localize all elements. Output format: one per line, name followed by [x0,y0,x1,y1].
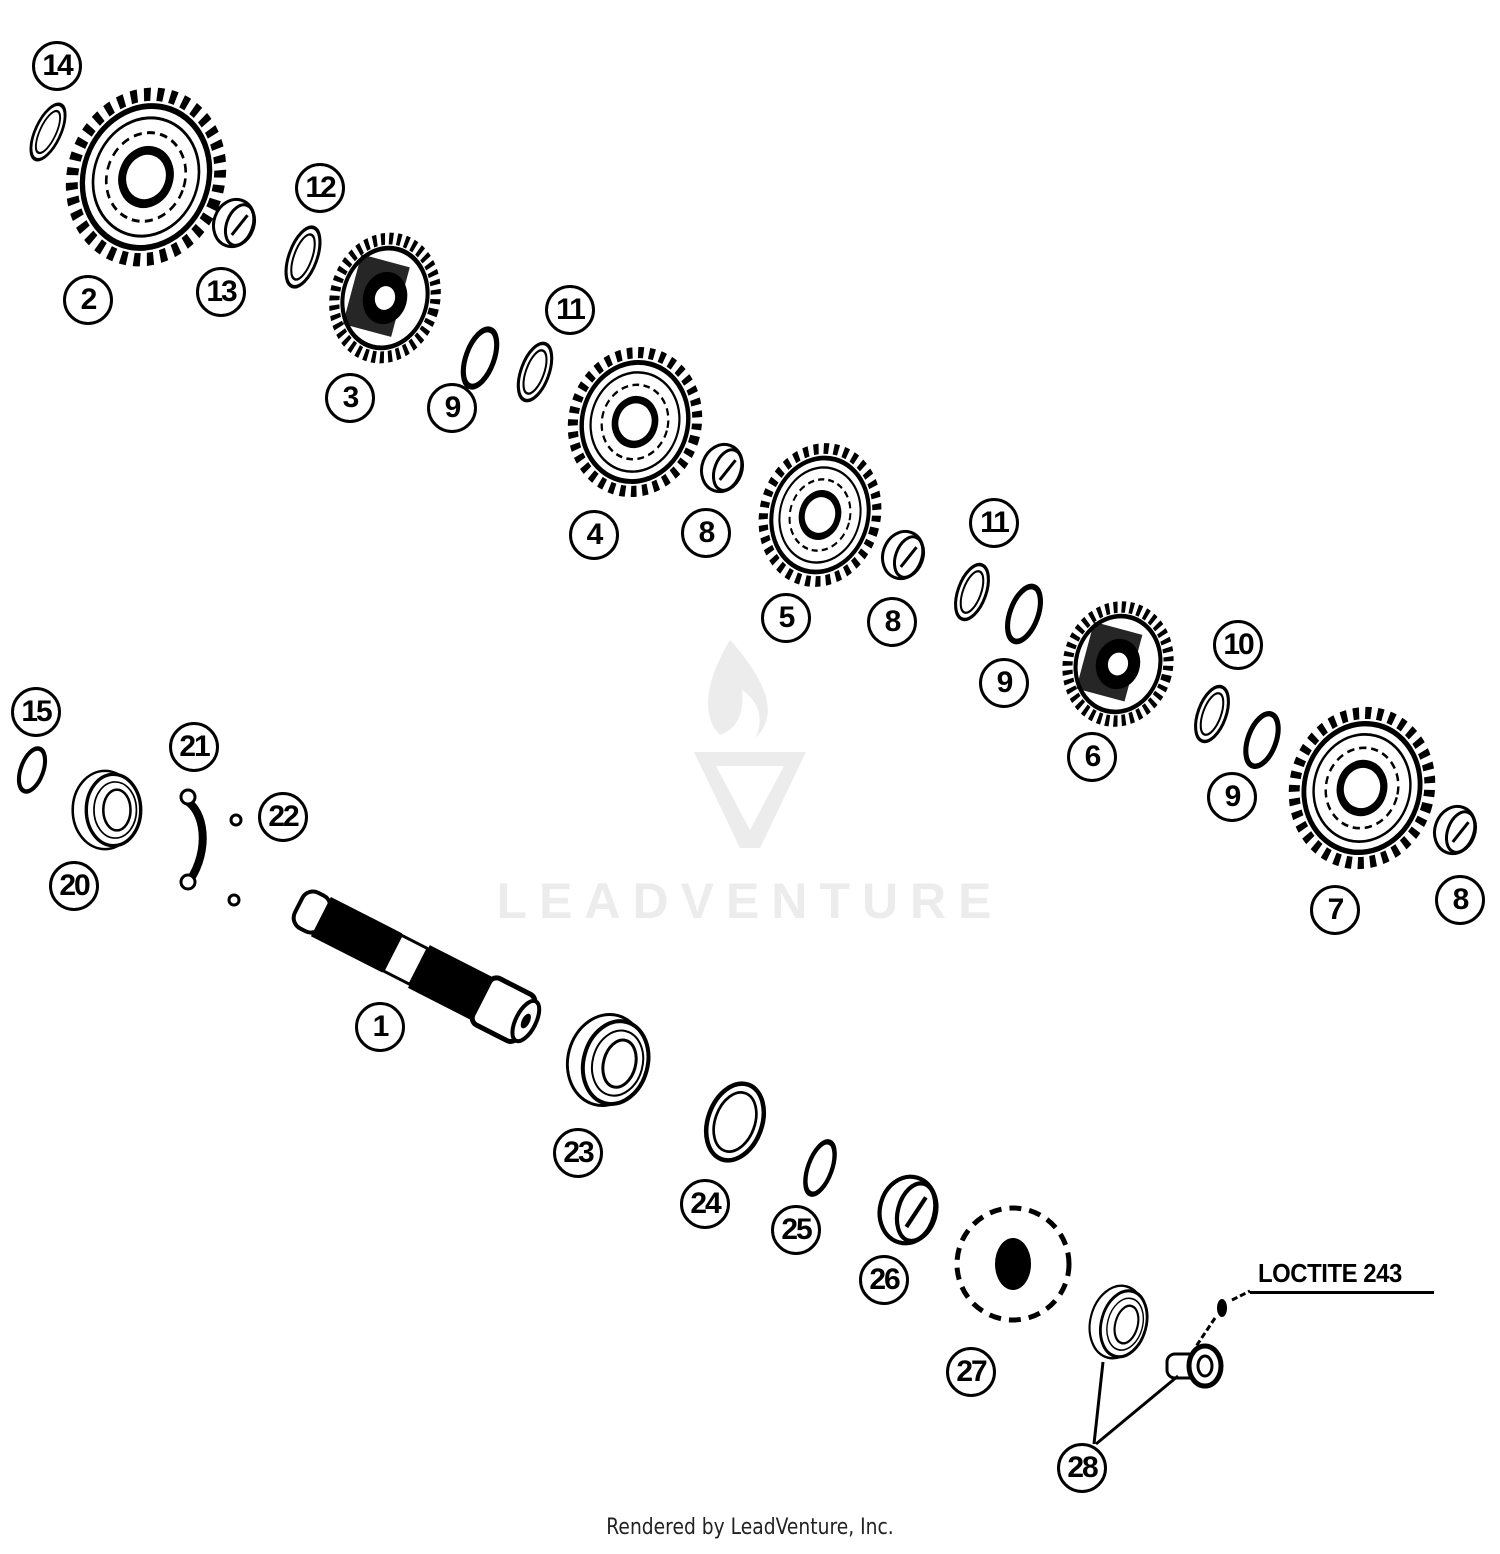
callout-7[interactable]: 7 [1310,885,1360,935]
callout-27[interactable]: 27 [946,1347,996,1397]
callout-6[interactable]: 6 [1067,732,1117,782]
callout-4[interactable]: 4 [569,510,619,560]
callout-8c[interactable]: 8 [1435,875,1485,925]
callout-5[interactable]: 5 [761,593,811,643]
callout-26[interactable]: 26 [859,1255,909,1305]
callout-1[interactable]: 1 [355,1002,405,1052]
watermark-text: LEADVENTURE [496,873,1004,929]
callout-11a[interactable]: 11 [545,285,595,335]
callout-14[interactable]: 14 [32,41,82,91]
callout-12[interactable]: 12 [295,163,345,213]
callout-22[interactable]: 22 [258,792,308,842]
callout-24[interactable]: 24 [680,1179,730,1229]
footer-credit: Rendered by LeadVenture, Inc. [606,1515,894,1540]
callout-2[interactable]: 2 [63,275,113,325]
loctite-note: LOCTITE 243 [1258,1258,1402,1288]
callout-8a[interactable]: 8 [681,508,731,558]
callout-8b[interactable]: 8 [867,597,917,647]
callout-20[interactable]: 20 [49,861,99,911]
callout-10[interactable]: 10 [1213,620,1263,670]
callout-9a[interactable]: 9 [427,383,477,433]
callout-25[interactable]: 25 [771,1205,821,1255]
callout-11b[interactable]: 11 [969,498,1019,548]
callout-28[interactable]: 28 [1057,1443,1107,1493]
callout-3[interactable]: 3 [325,373,375,423]
callout-23[interactable]: 23 [553,1128,603,1178]
sprocket [954,1205,1072,1323]
callout-9b[interactable]: 9 [979,658,1029,708]
callout-21[interactable]: 21 [169,722,219,772]
callout-9c[interactable]: 9 [1207,772,1257,822]
callout-15[interactable]: 15 [11,687,61,737]
main-shaft [291,889,542,1044]
watermark-logo-icon [694,640,806,848]
loctite-note-underline [1250,1291,1434,1294]
callout-13[interactable]: 13 [196,267,246,317]
